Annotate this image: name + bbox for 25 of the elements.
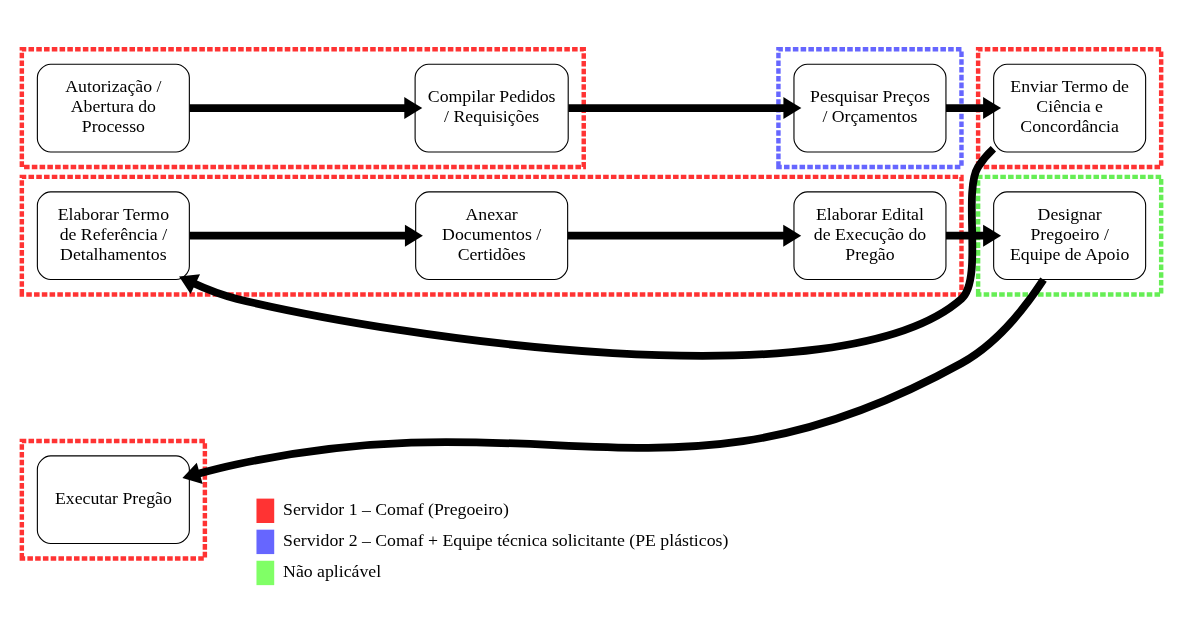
arrow [179,145,997,360]
cluster [975,46,1164,169]
node-box: Elaborar Edital de Execução do Pregão [793,190,947,280]
node-box: Elaborar Termo de Referência / Detalhamentos [36,190,190,280]
node-box: Anexar Documentos / Certidões [415,190,569,280]
cluster [776,46,964,169]
arrow [182,277,1047,484]
node-box: Designar Pregoeiro / Equipe de Apoio [993,190,1147,280]
arrow [568,96,802,119]
node-box: Autorização / Abertura do Processo [36,63,190,152]
node-box: Executar Pregão [36,454,190,544]
legend-label: Não aplicável [283,560,382,581]
cluster [19,46,586,169]
arrow [567,224,802,247]
node-box: Enviar Termo de Ciência e Concordância [993,63,1147,152]
arrow [189,224,423,247]
cluster [19,438,208,561]
arrow [946,224,1002,247]
cluster [975,174,1164,297]
node-box: Compilar Pedidos / Requisições [414,63,569,152]
arrow [946,96,1002,119]
legend-label: Servidor 1 – Comaf (Pregoeiro) [283,498,509,519]
arrow [189,96,423,119]
node-box: Pesquisar Preços / Orçamentos [793,63,947,152]
legend-label: Servidor 2 – Comaf + Equipe técnica solicitante (PE plásticos) [283,529,729,550]
